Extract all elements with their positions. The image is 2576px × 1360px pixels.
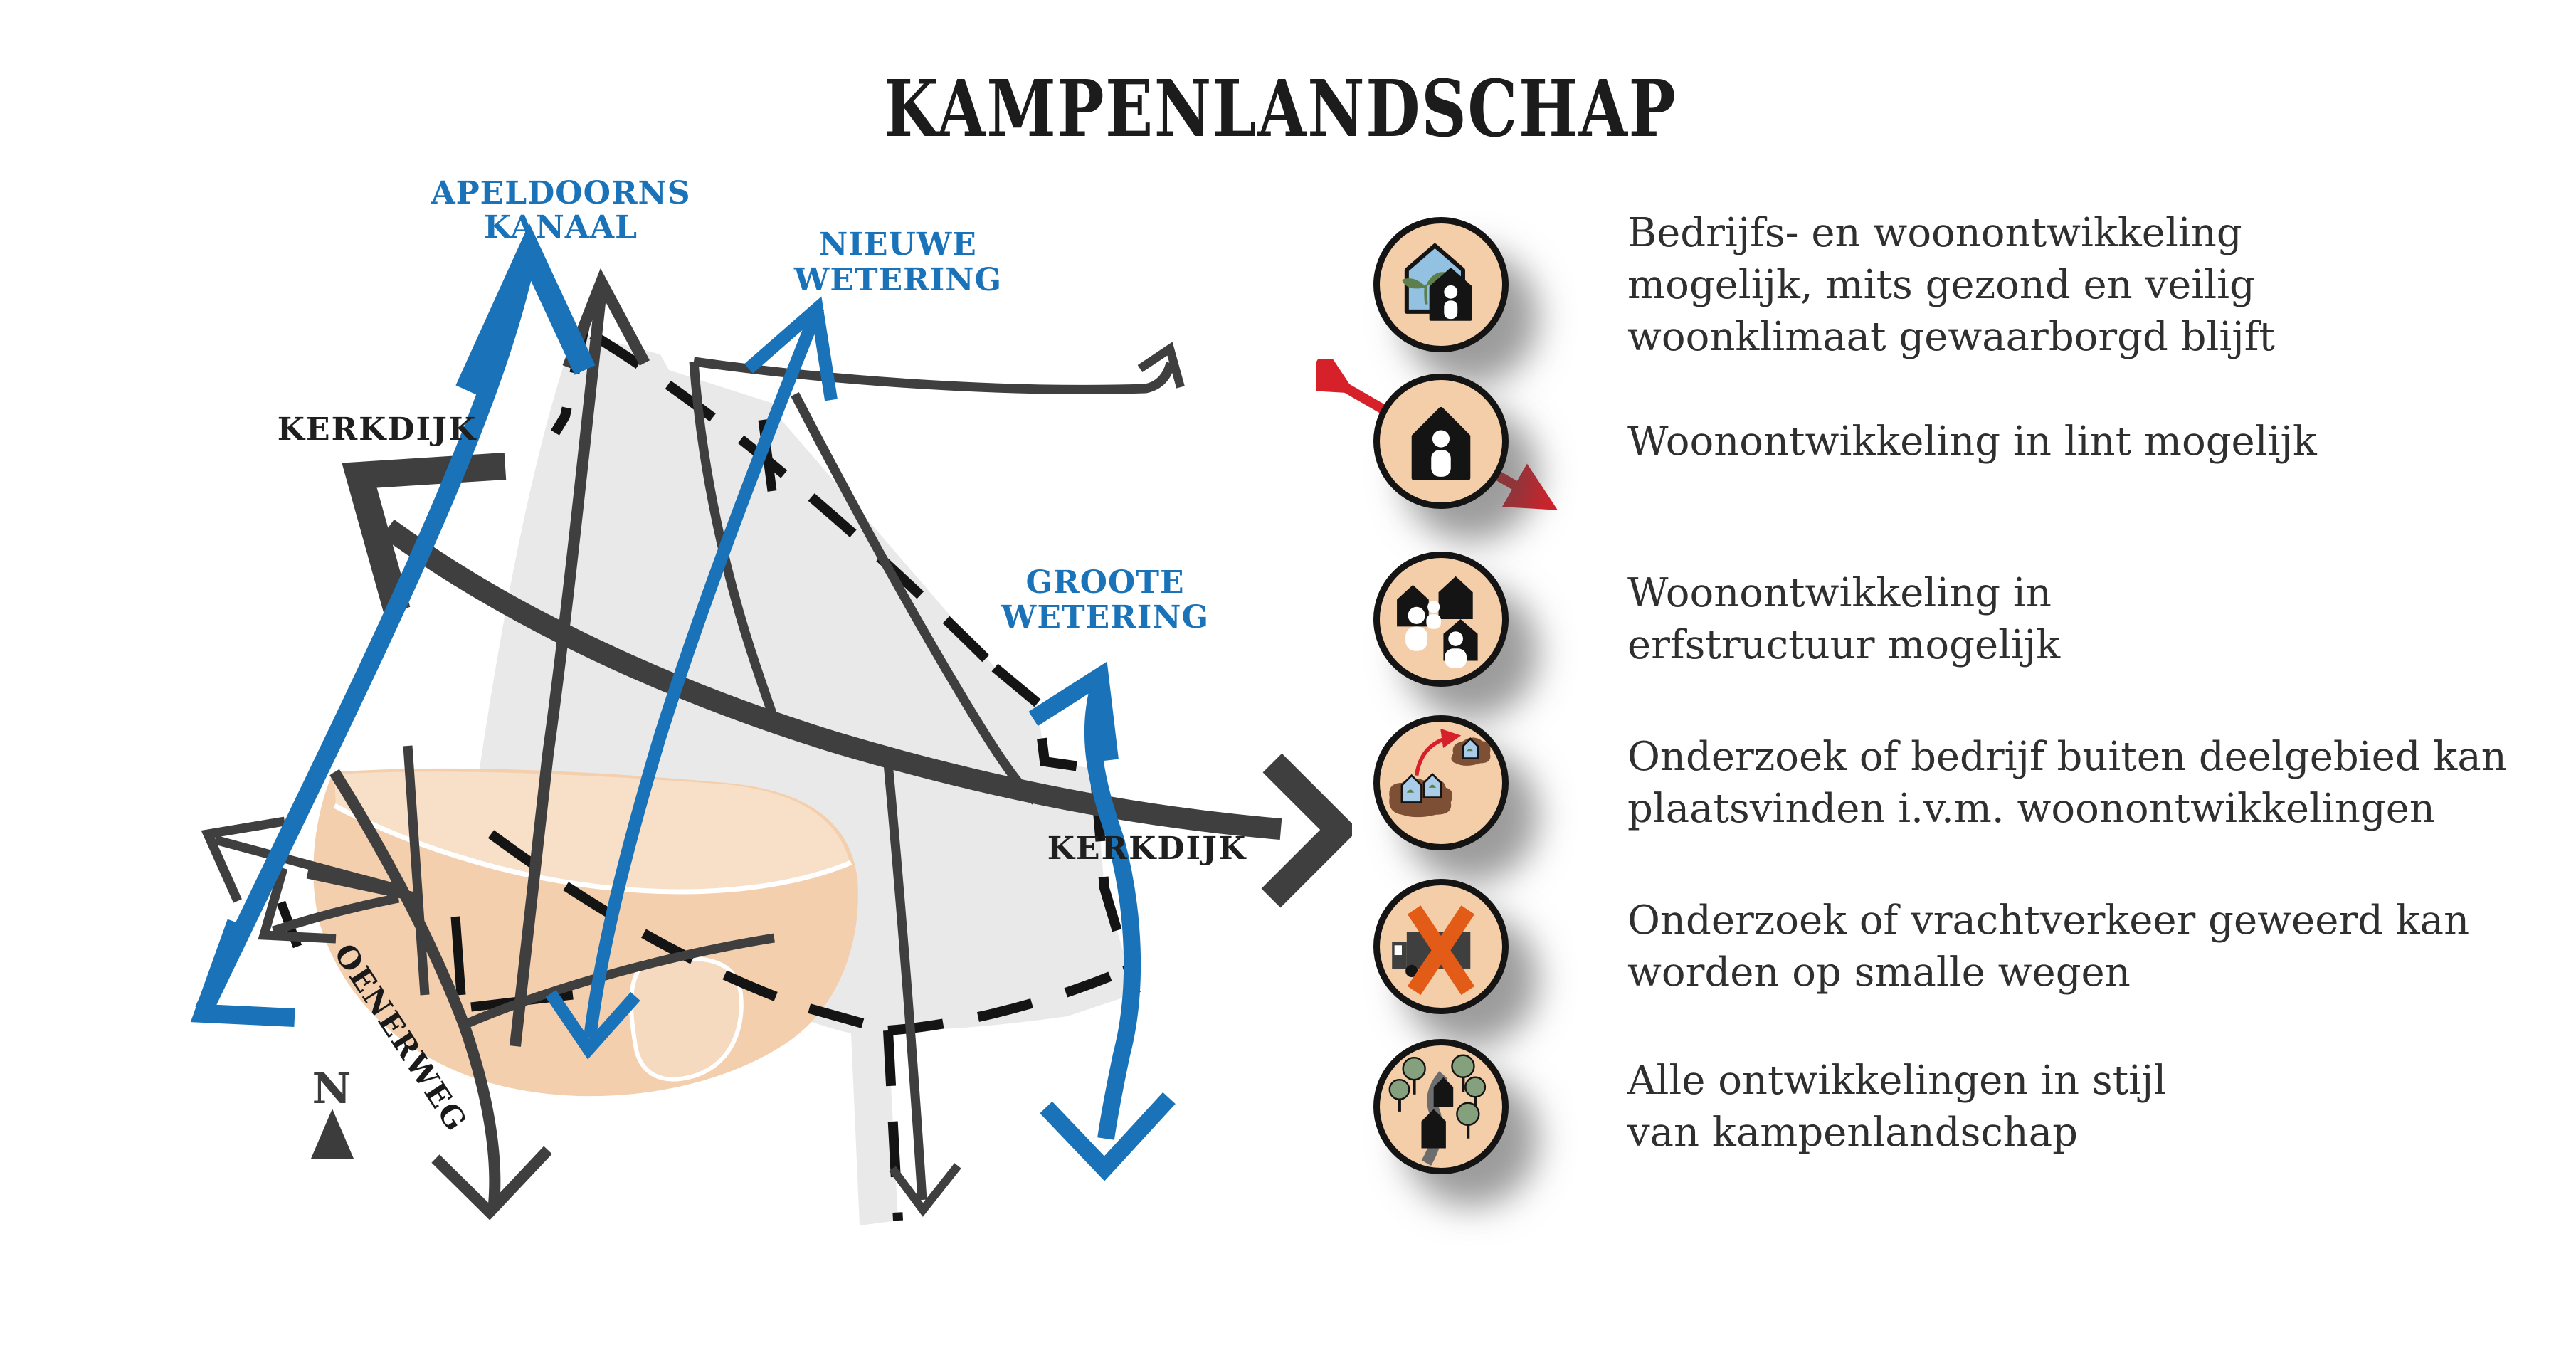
- legend-text-line: erfstructuur mogelijk: [1627, 622, 2061, 668]
- legend-item-stijl: Alle ontwikkelingen in stijl van kampenl…: [1356, 1000, 2166, 1213]
- kampen-divider-line: [333, 803, 852, 895]
- canal-parallel-road: [510, 283, 608, 1047]
- north-arrow-icon: [311, 1109, 354, 1159]
- legend-item-lint: Woonontwikkeling in lint mogelijk: [1316, 334, 2317, 548]
- legend-text-line: Onderzoek of bedrijf buiten deelgebied k…: [1627, 734, 2507, 780]
- oenerweg-arrow: [431, 1146, 552, 1221]
- nieuwe-arrow-north: [744, 296, 838, 401]
- schematic-map: APELDOORNS KANAAL NIEUWE WETERING GROOTE…: [190, 175, 1352, 1225]
- erf-houses-icon: [1356, 512, 1534, 726]
- legend-text-line: Alle ontwikkelingen in stijl: [1627, 1058, 2167, 1104]
- groote-wetering-line: [1084, 675, 1141, 1140]
- legend-text-line: woonklimaat gewaarborgd blijft: [1627, 313, 2275, 360]
- legend-text-line: plaatsvinden i.v.m. woonontwikkelingen: [1627, 786, 2435, 832]
- kerkdijk-label-west: KERKDIJK: [278, 411, 477, 448]
- nieuwe-wetering-label-line2: WETERING: [793, 262, 1002, 298]
- legend-item-bedrijfs-woon: Bedrijfs- en woonontwikkeling mogelijk, …: [1356, 178, 2275, 391]
- legend-text-line: Woonontwikkeling in lint mogelijk: [1627, 418, 2317, 465]
- kanaal-arrow-south: [190, 919, 295, 1027]
- west-exit-road-b: [271, 893, 400, 936]
- kampen-area-light: [334, 771, 850, 893]
- legend-item-erfstructuur: Woonontwikkeling in erfstructuur mogelij…: [1356, 512, 2060, 726]
- waterways: [190, 223, 1176, 1181]
- west-exit-arrow-b: [258, 867, 337, 944]
- apeldoorns-kanaal-label-line2: KANAAL: [484, 209, 638, 246]
- nieuwe-wetering-line: [584, 305, 825, 1039]
- kampen-pocket: [628, 956, 744, 1082]
- oenerweg-road: [329, 769, 501, 1205]
- north-label: N: [312, 1064, 352, 1114]
- east-diagonal-road: [791, 392, 1039, 805]
- west-exit-arrow-a: [201, 816, 286, 903]
- legend-text-line: mogelijk, mits gezond en veilig: [1627, 261, 2255, 308]
- groote-wetering-label-line2: WETERING: [1001, 599, 1209, 636]
- south-strip-arrow: [889, 1163, 961, 1217]
- legend-item-vrachtverkeer: Onderzoek of vrachtverkeer geweerd kan w…: [1356, 840, 2469, 1053]
- village-area: [475, 333, 1136, 1225]
- legend-item-bedrijf-buiten: Onderzoek of bedrijf buiten deelgebied k…: [1356, 676, 2507, 890]
- vrachtverkeer-x-icon: [1356, 840, 1534, 1053]
- north-east-stub: [689, 361, 783, 732]
- legend-text-line: Woonontwikkeling in: [1627, 570, 2052, 616]
- groote-arrow-north: [1028, 661, 1119, 761]
- north-east-arrow: [1137, 342, 1185, 389]
- legend-text-line: worden op smalle wegen: [1627, 949, 2131, 996]
- branch-road: [462, 933, 776, 1029]
- south-strip-road: [883, 762, 927, 1201]
- kerkdijk-label-east: KERKDIJK: [1047, 831, 1247, 867]
- west-exit-road-a: [213, 835, 397, 893]
- kerkdijk-road: [381, 519, 1282, 840]
- peach-road-horizontal: [306, 869, 423, 903]
- nieuwe-arrow-south: [545, 989, 640, 1060]
- north-east-road: [693, 357, 1176, 394]
- kerkdijk-arrow-right: [1261, 753, 1352, 908]
- lint-house-icon: [1316, 334, 1558, 548]
- apeldoorns-kanaal-label-line1: APELDOORNS: [430, 175, 690, 211]
- legend-text-line: Bedrijfs- en woonontwikkeling: [1627, 209, 2242, 256]
- groote-arrow-south: [1040, 1092, 1176, 1181]
- kampen-stijl-icon: [1356, 1000, 1534, 1213]
- apeldoorns-kanaal-line: [195, 251, 537, 1015]
- bedrijf-verplaatsing-icon: [1356, 676, 1534, 890]
- page-title: KAMPENLANDSCHAP: [884, 63, 1677, 154]
- nieuwe-wetering-label-line1: NIEUWE: [819, 226, 977, 263]
- groote-wetering-label-line1: GROOTE: [1025, 564, 1184, 601]
- legend-text-line: van kampenlandschap: [1627, 1109, 2078, 1156]
- eco-house-icon: [1356, 178, 1534, 391]
- kanaal-arrow-north: [455, 223, 596, 395]
- peach-road-vertical: [403, 745, 430, 996]
- legend-text-line: Onderzoek of vrachtverkeer geweerd kan: [1627, 897, 2470, 944]
